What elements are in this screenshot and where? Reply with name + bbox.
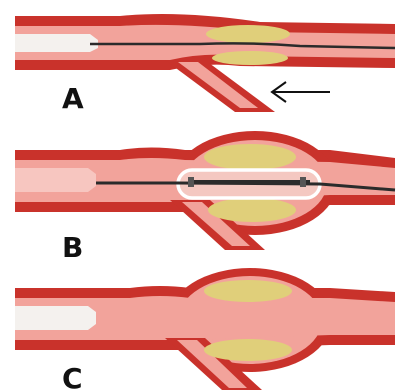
panel-b: B: [15, 131, 395, 264]
panel-label-c: C: [62, 362, 83, 392]
panel-label-a: A: [62, 82, 84, 115]
left-arrow-icon: [272, 82, 330, 102]
plaque-top-c: [204, 280, 292, 302]
branch-lumen-a: [178, 62, 258, 108]
panel-a: A: [15, 14, 395, 115]
plaque-bottom-a: [212, 51, 288, 65]
plaque-top-b: [204, 144, 296, 170]
catheter-sheath-b: [15, 168, 96, 192]
marker-band-left: [188, 177, 194, 187]
catheter-sheath-c: [15, 306, 96, 330]
marker-band-right: [300, 177, 306, 187]
plaque-bottom-b: [208, 198, 296, 222]
panel-c: C: [15, 268, 395, 392]
plaque-top-a: [206, 25, 290, 43]
plaque-bottom-c: [204, 339, 292, 361]
panel-label-b: B: [62, 231, 83, 264]
catheter-sheath-a: [15, 34, 98, 52]
